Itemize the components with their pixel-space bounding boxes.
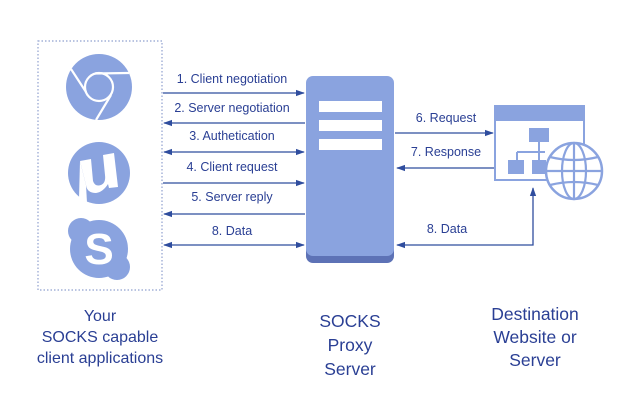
- step-label: 7. Response: [411, 145, 481, 159]
- client-apps-box: [37, 40, 163, 291]
- client-step-4: 4. Client request: [163, 160, 305, 187]
- destination-caption: Destination Website or Server: [470, 303, 600, 372]
- proxy-caption: SOCKS Proxy Server: [300, 309, 400, 381]
- caption-line: client applications: [36, 350, 164, 367]
- caption-line: Server: [509, 350, 561, 370]
- step-label: 5. Server reply: [191, 190, 273, 204]
- caption-line: Website or: [493, 327, 577, 347]
- step-label: 3. Authetication: [189, 129, 275, 143]
- destination-step-8: 8. Data: [396, 187, 537, 249]
- step-label: 4. Client request: [186, 160, 278, 174]
- destination-step-7: 7. Response: [396, 145, 494, 172]
- caption-line: Destination: [491, 304, 579, 324]
- chrome-icon[interactable]: [66, 54, 132, 121]
- client-step-5: 5. Server reply: [163, 190, 305, 218]
- step-label: 6. Request: [416, 111, 477, 125]
- step-label: 8. Data: [212, 224, 252, 238]
- caption-line: Server: [324, 359, 376, 379]
- caption-line: Proxy: [327, 335, 373, 355]
- step-label: 1. Client negotiation: [177, 72, 288, 86]
- client-step-1: 1. Client negotiation: [163, 72, 305, 97]
- skype-icon[interactable]: S: [68, 218, 130, 280]
- caption-line: SOCKS: [319, 311, 381, 331]
- proxy-server-icon[interactable]: [306, 76, 394, 263]
- client-caption: Your SOCKS capable client applications: [28, 306, 172, 369]
- svg-text:S: S: [84, 225, 113, 274]
- globe-icon: [544, 141, 604, 201]
- step-label: 2. Server negotiation: [174, 101, 289, 115]
- step-label: 8. Data: [427, 222, 467, 236]
- client-step-8: 8. Data: [163, 224, 305, 249]
- client-step-3: 3. Authetication: [163, 129, 305, 156]
- utorrent-icon[interactable]: [68, 142, 130, 204]
- caption-line: Your: [83, 308, 117, 325]
- client-step-2: 2. Server negotiation: [163, 101, 305, 127]
- caption-line: SOCKS capable: [41, 329, 159, 346]
- destination-step-6: 6. Request: [395, 111, 494, 137]
- arrow-bidirectional: [396, 187, 537, 249]
